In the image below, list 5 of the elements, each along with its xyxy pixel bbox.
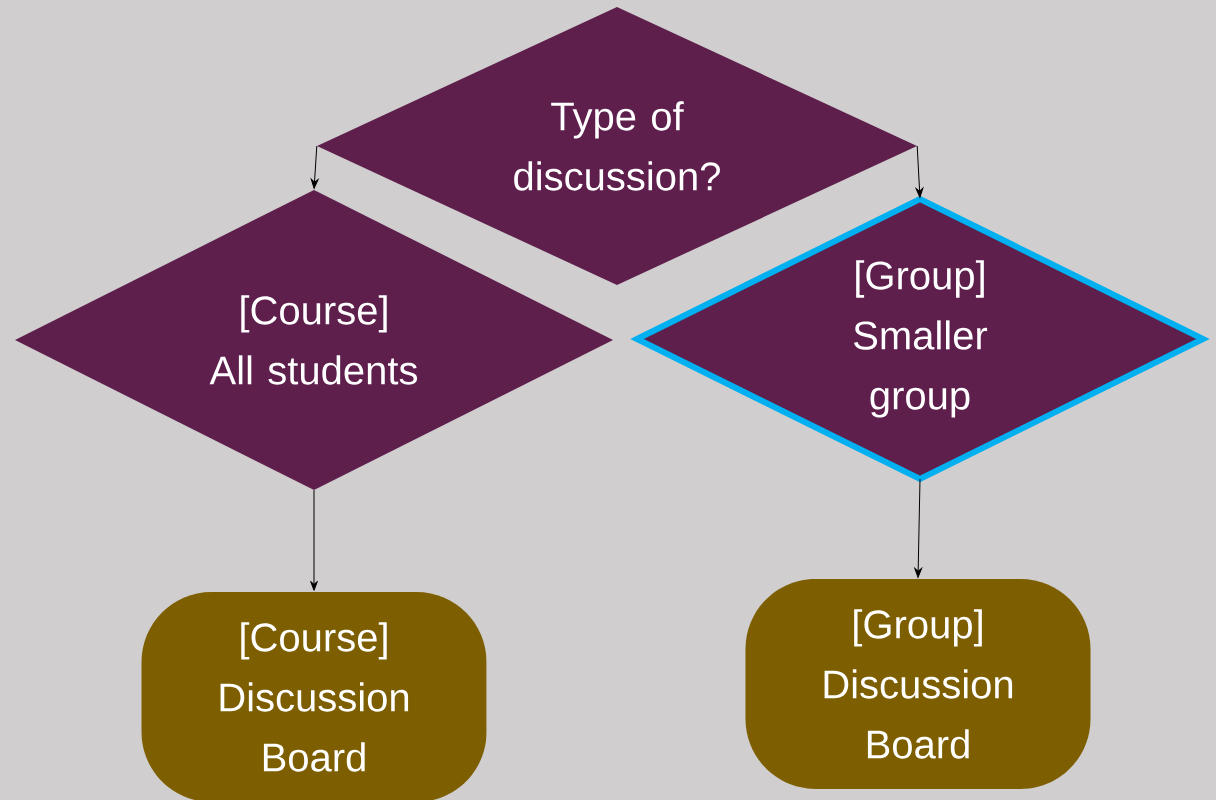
arrow [914, 478, 923, 578]
arrow [310, 489, 318, 591]
arrow [915, 145, 924, 198]
node-label: Type of discussion? [514, 101, 720, 191]
arrow [310, 145, 319, 189]
